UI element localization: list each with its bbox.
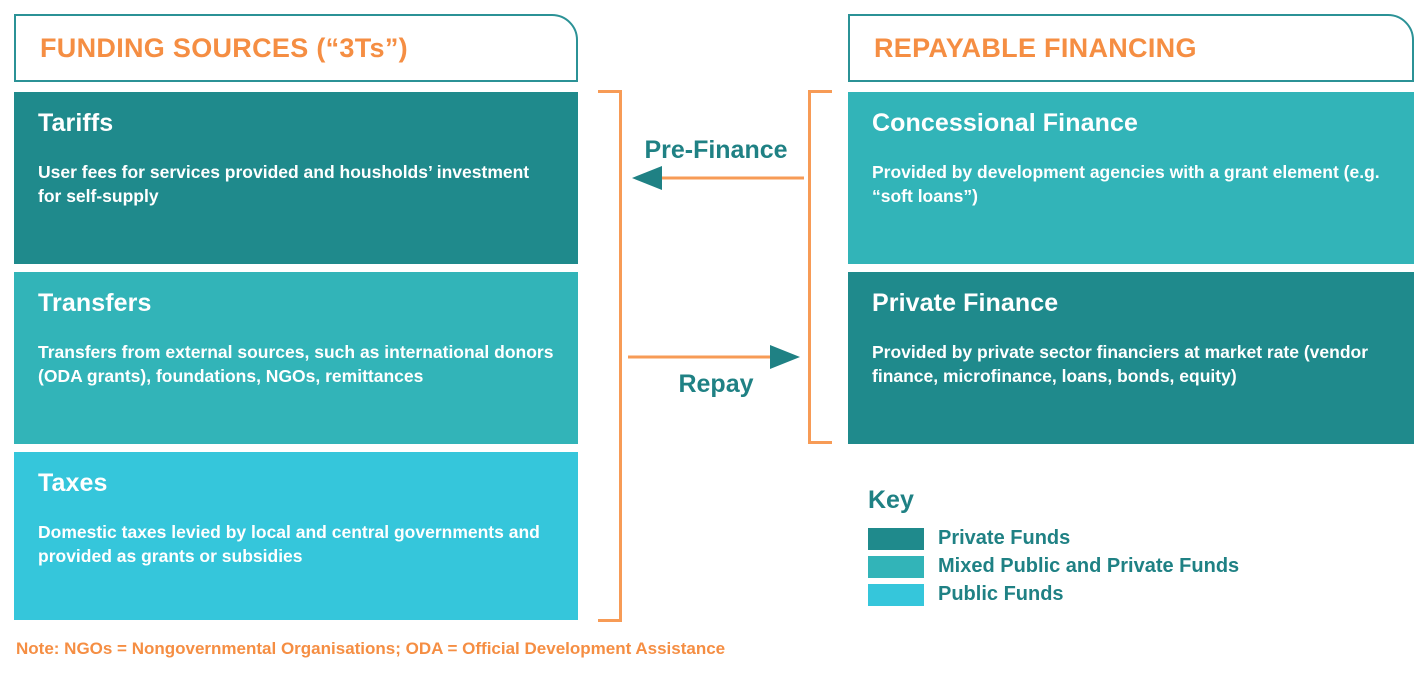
card-taxes: Taxes Domestic taxes levied by local and… bbox=[14, 452, 578, 620]
card-tariffs: Tariffs User fees for services provided … bbox=[14, 92, 578, 264]
flow-repay: Repay bbox=[628, 344, 804, 399]
flow-repay-label: Repay bbox=[678, 370, 754, 398]
arrow-right-icon bbox=[628, 345, 800, 369]
funding-sources-title: FUNDING SOURCES (“3Ts”) bbox=[40, 32, 408, 63]
repayable-financing-title: REPAYABLE FINANCING bbox=[874, 32, 1197, 63]
card-tariffs-title: Tariffs bbox=[38, 109, 114, 137]
card-taxes-body: Domestic taxes levied by local and centr… bbox=[38, 521, 540, 567]
repayable-financing-header: REPAYABLE FINANCING bbox=[848, 14, 1414, 82]
key-title: Key bbox=[868, 486, 914, 514]
key-item-public-funds: Public Funds bbox=[868, 583, 1338, 606]
arrow-left-icon bbox=[632, 165, 804, 190]
card-transfers: Transfers Transfers from external source… bbox=[14, 272, 578, 444]
key-label-public-funds: Public Funds bbox=[938, 583, 1064, 605]
flow-pre-finance: Pre-Finance bbox=[628, 136, 804, 191]
key-item-private-funds: Private Funds bbox=[868, 527, 1338, 550]
key-item-mixed-funds: Mixed Public and Private Funds bbox=[868, 555, 1338, 578]
card-transfers-title: Transfers bbox=[38, 289, 152, 317]
card-tariffs-body: User fees for services provided and hous… bbox=[38, 161, 530, 207]
key-swatch-public-funds bbox=[868, 583, 924, 606]
funding-sources-header: FUNDING SOURCES (“3Ts”) bbox=[14, 14, 578, 82]
card-private-finance-title: Private Finance bbox=[872, 289, 1059, 317]
key-swatch-mixed-funds bbox=[868, 555, 924, 578]
card-concessional-finance-body: Provided by development agencies with a … bbox=[872, 161, 1380, 207]
left-bracket-connector bbox=[598, 90, 622, 622]
key-label-mixed-funds: Mixed Public and Private Funds bbox=[938, 555, 1240, 577]
card-private-finance: Private Finance Provided by private sect… bbox=[848, 272, 1414, 444]
key-swatch-private-funds bbox=[868, 527, 924, 550]
footnote: Note: NGOs = Nongovernmental Organisatio… bbox=[16, 639, 726, 658]
key-legend: Key Private Funds Mixed Public and Priva… bbox=[868, 486, 1338, 611]
card-taxes-title: Taxes bbox=[38, 469, 108, 497]
right-bracket-connector bbox=[808, 90, 832, 444]
card-private-finance-body: Provided by private sector financiers at… bbox=[872, 341, 1369, 387]
card-concessional-finance-title: Concessional Finance bbox=[872, 109, 1138, 137]
key-label-private-funds: Private Funds bbox=[938, 527, 1071, 549]
card-transfers-body: Transfers from external sources, such as… bbox=[38, 341, 554, 387]
card-concessional-finance: Concessional Finance Provided by develop… bbox=[848, 92, 1414, 264]
flow-pre-finance-label: Pre-Finance bbox=[644, 136, 788, 164]
